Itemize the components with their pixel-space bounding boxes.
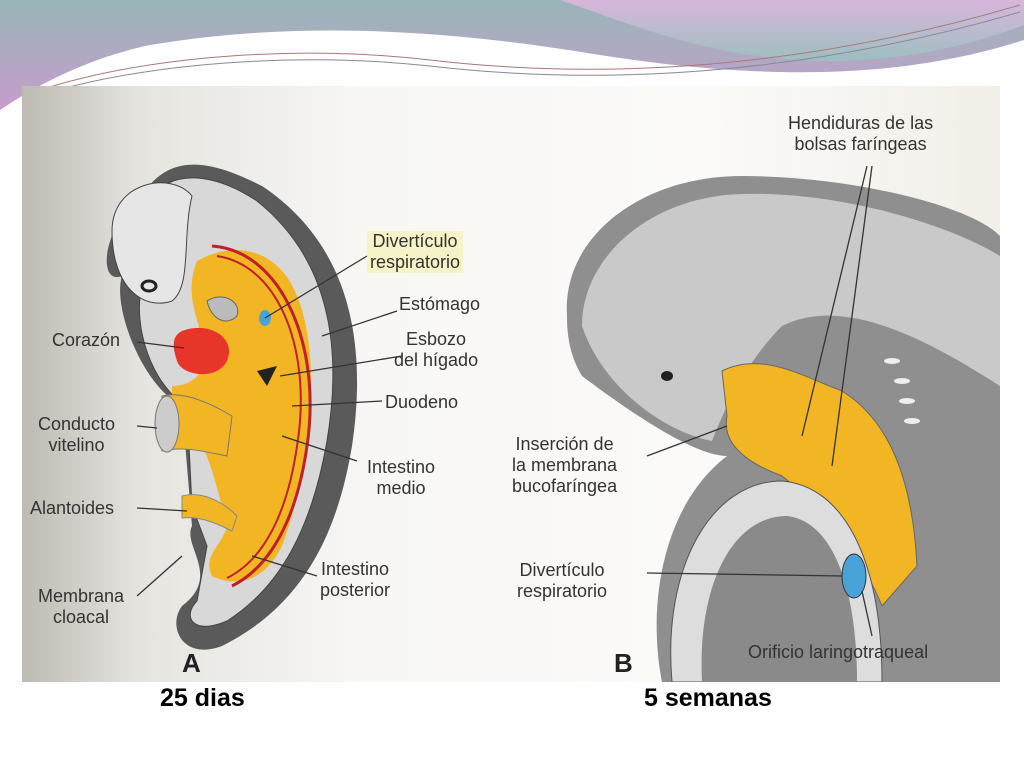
label-alantoides: Alantoides xyxy=(30,498,115,518)
label-line: respiratorio xyxy=(370,252,461,272)
embryo-illustration xyxy=(106,164,1000,682)
label-line: Intestino xyxy=(320,559,390,579)
label-line: Intestino xyxy=(367,457,436,477)
label-line: Conducto xyxy=(38,414,116,434)
label-line: del hígado xyxy=(394,350,479,370)
label-line: Membrana xyxy=(38,586,125,606)
label-corazon: Corazón xyxy=(52,330,121,350)
label-line: bolsas faríngeas xyxy=(794,134,927,154)
label-line: Hendiduras de las xyxy=(788,113,934,133)
pharynx xyxy=(721,363,918,607)
panel-letter-a: A xyxy=(182,648,201,678)
panel-letter-b: B xyxy=(614,648,633,678)
vitelline-duct xyxy=(161,394,233,457)
label-line: Divertículo xyxy=(372,231,458,251)
caption-5-semanas: 5 semanas xyxy=(644,684,772,712)
label-line: posterior xyxy=(320,580,391,600)
decorative-banner xyxy=(0,0,1024,110)
label-line: Divertículo xyxy=(519,560,605,580)
label-line: medio xyxy=(376,478,426,498)
embryo-a-head xyxy=(111,182,193,304)
label-estomago: Estómago xyxy=(399,294,481,314)
label-duodeno: Duodeno xyxy=(385,392,459,412)
label-orificio-laringotraqueal: Orificio laringotraqueal xyxy=(748,642,929,662)
label-line: bucofaríngea xyxy=(512,476,618,496)
caption-25-dias: 25 dias xyxy=(160,684,245,712)
label-line: Inserción de xyxy=(515,434,614,454)
label-line: la membrana xyxy=(512,455,618,475)
label-line: vitelino xyxy=(48,435,105,455)
label-line: respiratorio xyxy=(517,581,608,601)
label-line: Esbozo xyxy=(406,329,467,349)
label-line: cloacal xyxy=(53,607,110,627)
heart xyxy=(173,327,229,375)
